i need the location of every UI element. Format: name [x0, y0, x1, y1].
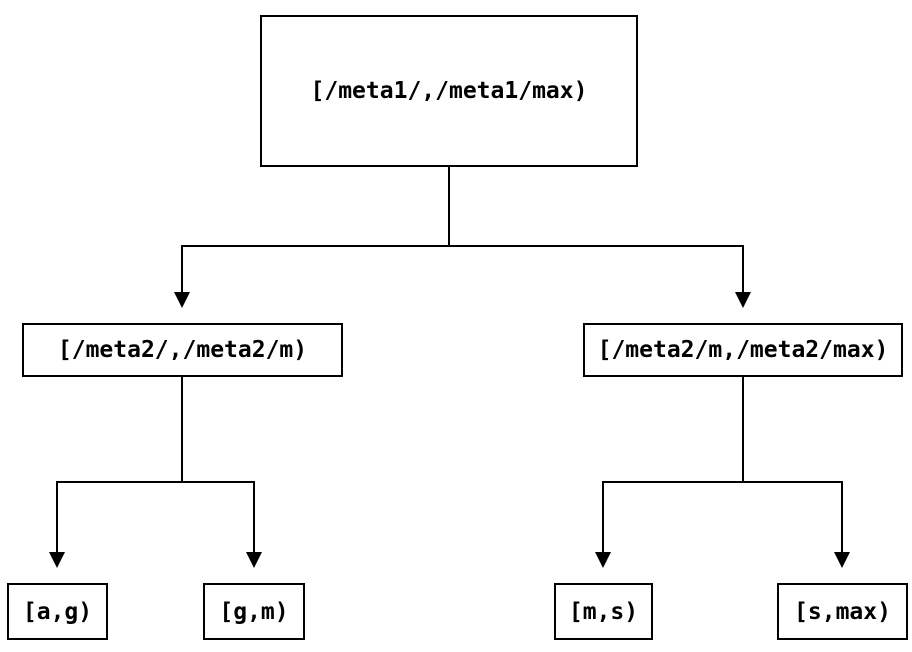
node-meta2-high-range: [/meta2/m,/meta2/max)	[583, 323, 903, 377]
arrowhead-down-icon	[834, 552, 850, 568]
connector-level2-left-branch-line	[56, 481, 255, 483]
connector-to-leaf-m-s-line	[602, 481, 604, 552]
node-root-meta1-range: [/meta1/,/meta1/max)	[260, 15, 638, 167]
node-leaf-m-s: [m,s)	[554, 583, 653, 640]
connector-level1-branch-line	[181, 245, 744, 247]
node-meta2-high-label: [/meta2/m,/meta2/max)	[597, 337, 889, 363]
node-leaf-a-g: [a,g)	[7, 583, 108, 640]
connector-to-leaf-a-g-line	[56, 481, 58, 552]
connector-level2-right-branch-line	[602, 481, 843, 483]
connector-to-meta2-low-line	[181, 245, 183, 292]
node-meta2-low-range: [/meta2/,/meta2/m)	[22, 323, 343, 377]
arrowhead-down-icon	[246, 552, 262, 568]
node-meta2-low-label: [/meta2/,/meta2/m)	[57, 337, 308, 363]
arrowhead-down-icon	[595, 552, 611, 568]
connector-root-stem-line	[448, 167, 450, 246]
connector-meta2-high-stem-line	[742, 377, 744, 482]
arrowhead-down-icon	[49, 552, 65, 568]
node-leaf-g-m: [g,m)	[203, 583, 305, 640]
connector-to-leaf-g-m-line	[253, 481, 255, 552]
connector-meta2-low-stem-line	[181, 377, 183, 482]
node-leaf-s-max-label: [s,max)	[794, 598, 891, 625]
arrowhead-down-icon	[735, 292, 751, 308]
connector-to-leaf-s-max-line	[841, 481, 843, 552]
node-root-label: [/meta1/,/meta1/max)	[310, 78, 588, 104]
arrowhead-down-icon	[174, 292, 190, 308]
node-leaf-m-s-label: [m,s)	[568, 598, 639, 625]
node-leaf-s-max: [s,max)	[777, 583, 908, 640]
node-leaf-g-m-label: [g,m)	[219, 598, 289, 625]
connector-to-meta2-high-line	[742, 245, 744, 292]
node-leaf-a-g-label: [a,g)	[22, 598, 93, 625]
